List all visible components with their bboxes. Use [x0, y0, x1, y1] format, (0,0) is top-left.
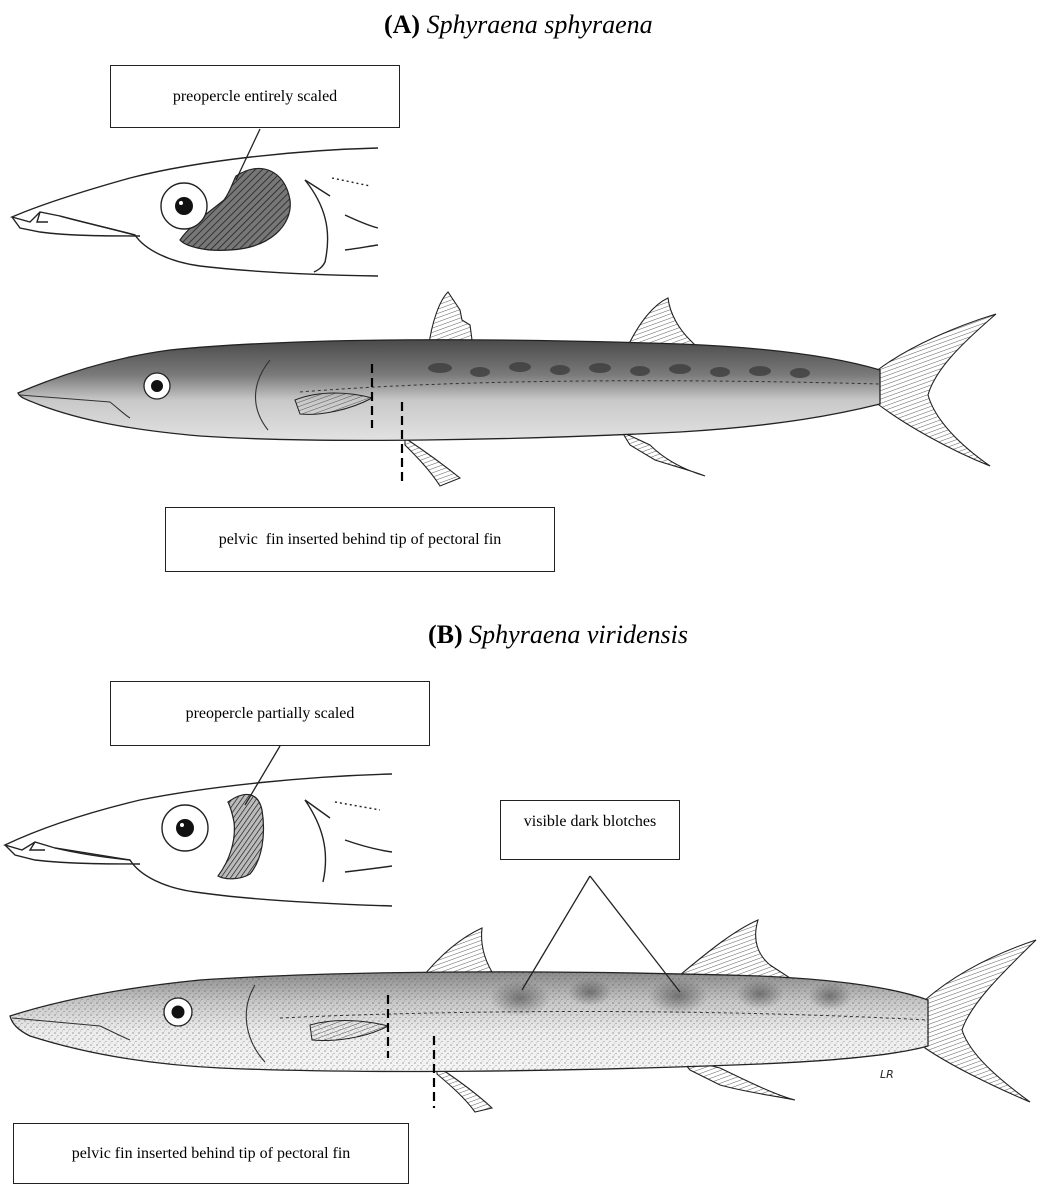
- fish-a: [18, 292, 996, 486]
- tail-fin-b: [925, 940, 1036, 1102]
- arrow-preopercle-b: [245, 746, 280, 805]
- artist-signature: LR: [880, 1068, 894, 1081]
- pelvic-fin-b: [437, 1066, 492, 1112]
- pupil-a-head: [175, 197, 193, 215]
- anal-fin-a: [622, 432, 705, 476]
- tail-fin-a: [875, 314, 996, 466]
- pelvic-fin-a: [405, 438, 460, 486]
- preopercle-scaled-area-b: [218, 794, 264, 878]
- fish-b: LR: [10, 920, 1036, 1112]
- second-dorsal-fin-b: [680, 920, 790, 978]
